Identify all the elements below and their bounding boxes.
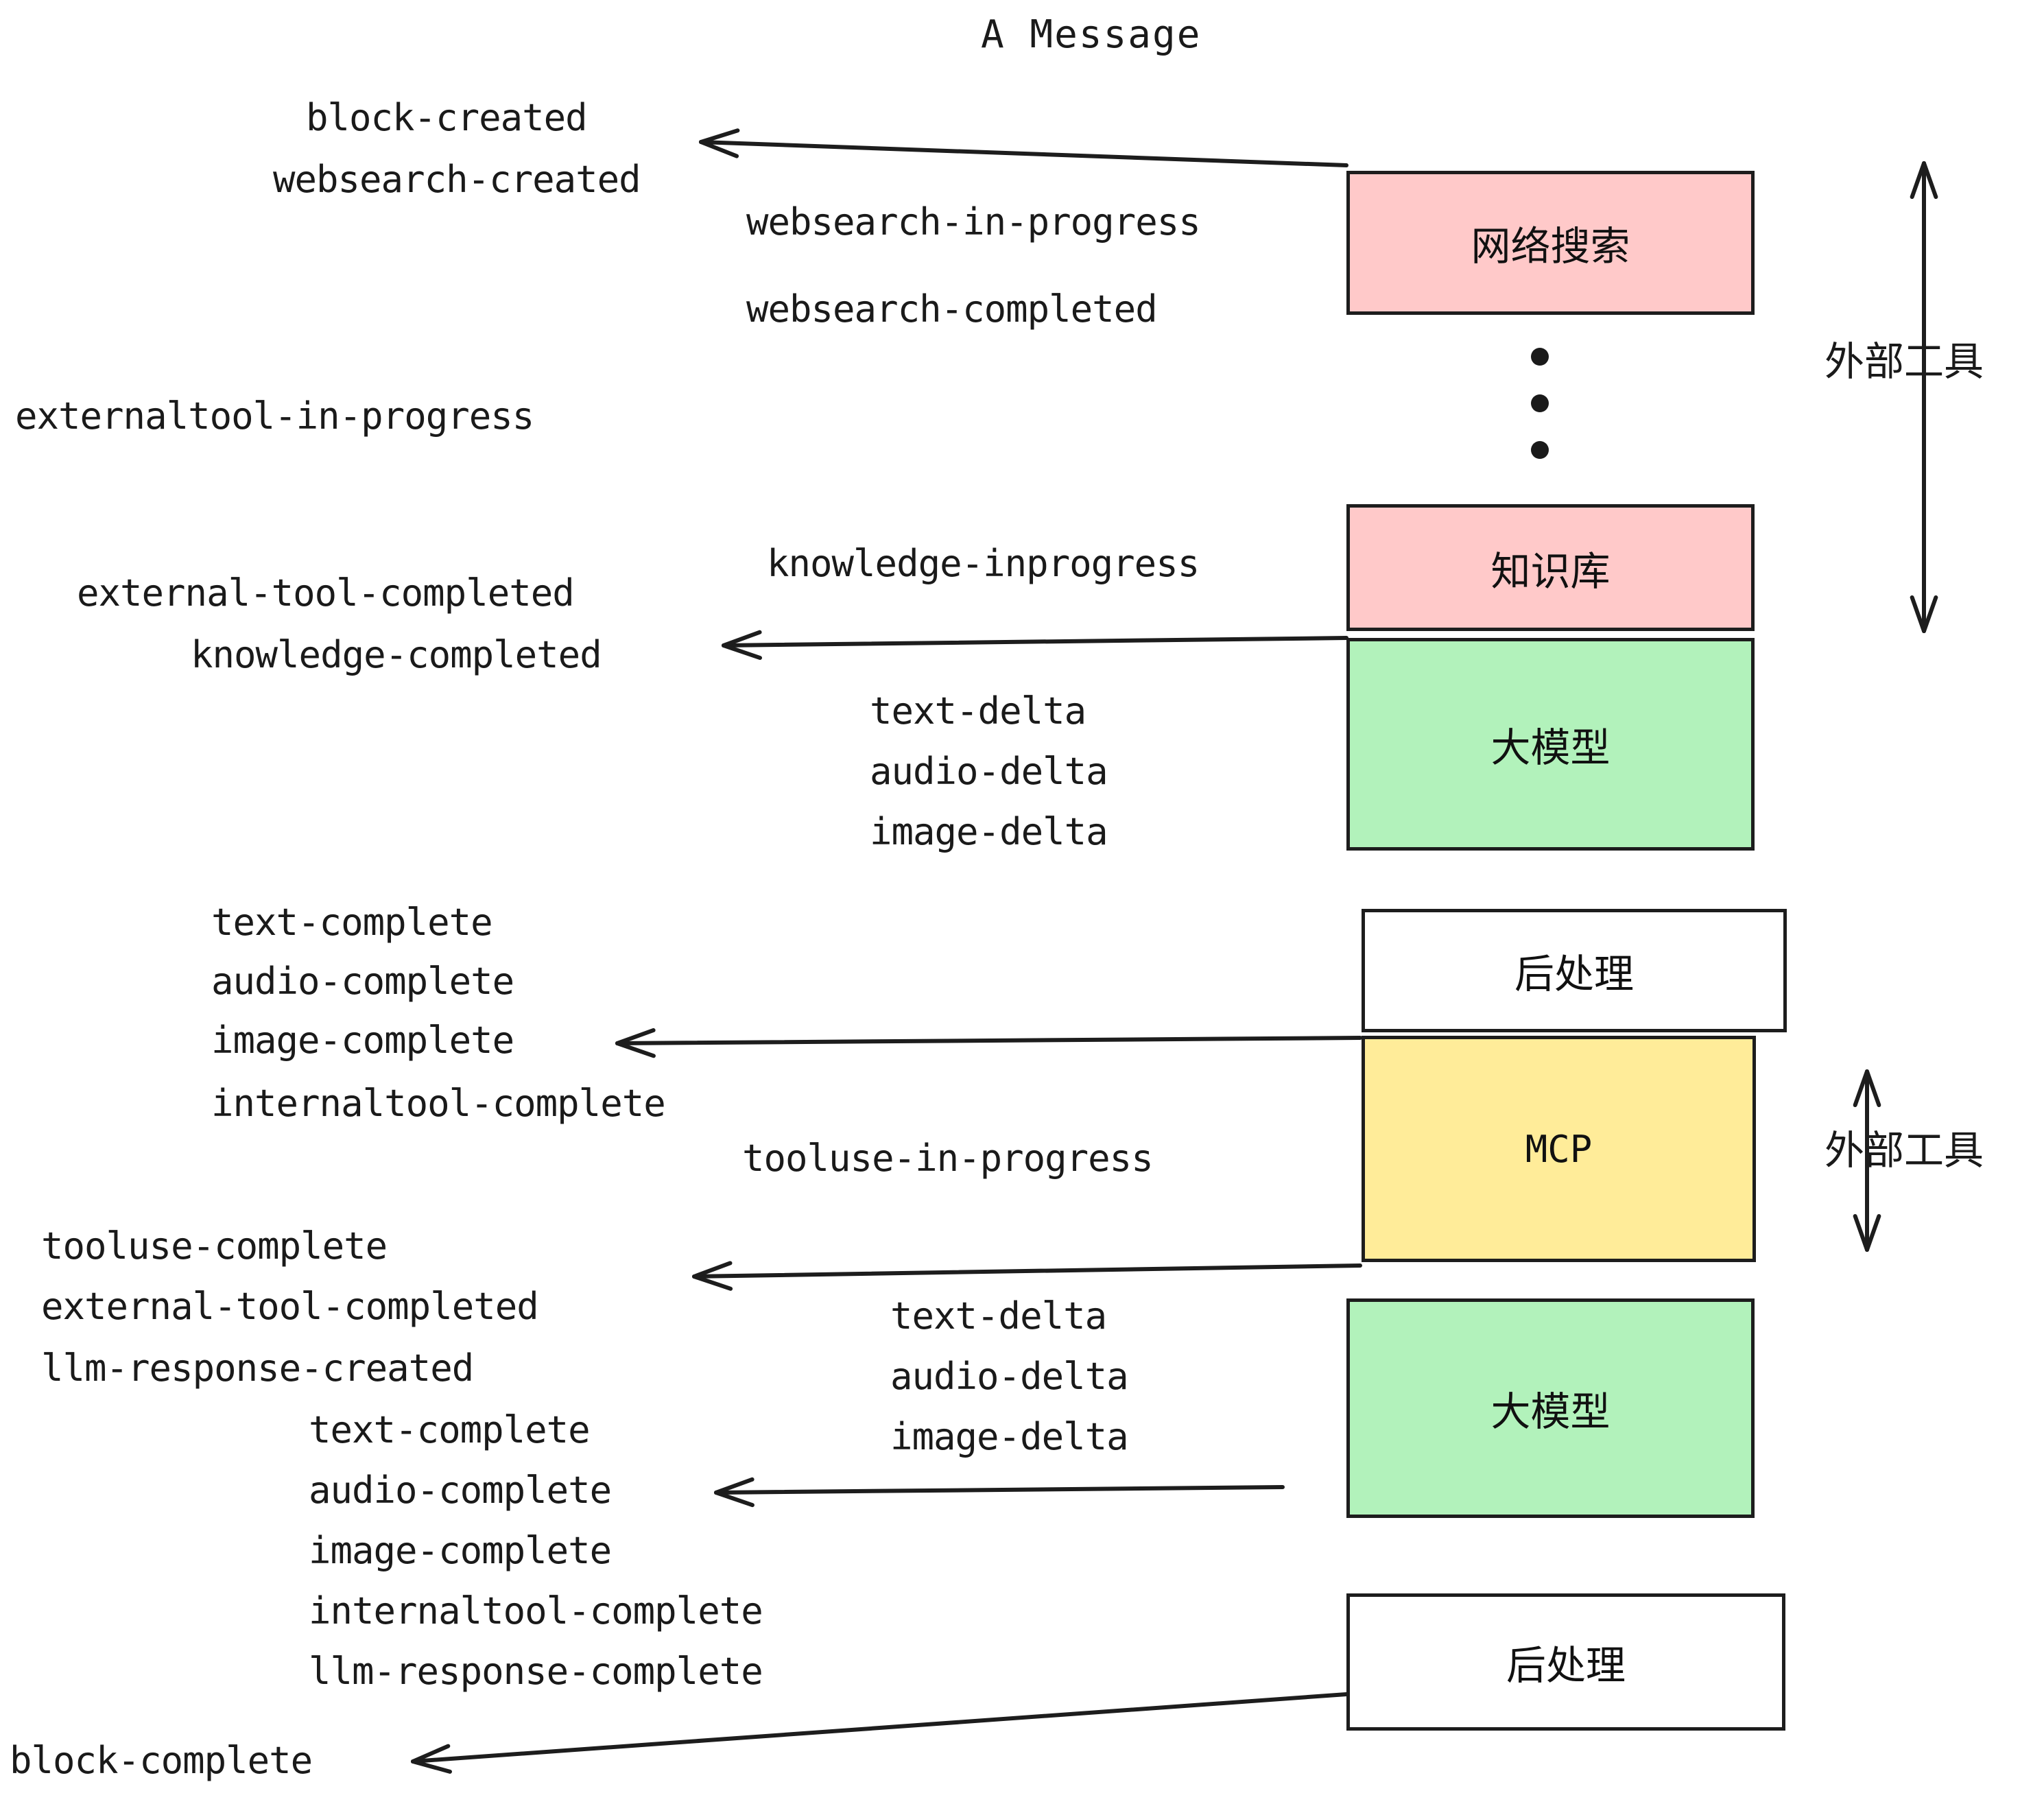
- event-label-image-delta-2: image-delta: [890, 1415, 1129, 1458]
- side-label-external-tools-top: 外部工具: [1825, 338, 1984, 385]
- event-label-external-tool-completed-1: external-tool-completed: [77, 571, 575, 615]
- event-label-block-complete: block-complete: [10, 1739, 313, 1782]
- event-label-llm-response-complete: llm-response-complete: [309, 1650, 763, 1693]
- arrow-knowledge-to-left: [722, 630, 1348, 661]
- event-label-block-created: block-created: [306, 96, 588, 139]
- event-label-image-complete-2: image-complete: [309, 1529, 612, 1572]
- ellipsis-dot-1: [1531, 348, 1549, 366]
- event-label-internaltool-complete-2: internaltool-complete: [309, 1589, 763, 1633]
- event-label-audio-complete-1: audio-complete: [211, 960, 514, 1003]
- event-label-internaltool-complete-1: internaltool-complete: [211, 1082, 666, 1125]
- node-postprocess-top: 后处理: [1362, 909, 1787, 1032]
- event-label-image-delta-1: image-delta: [870, 810, 1108, 853]
- event-label-tooluse-complete: tooluse-complete: [41, 1224, 388, 1268]
- event-label-externaltool-in-progress: externaltool-in-progress: [15, 394, 534, 438]
- event-label-knowledge-inprogress: knowledge-inprogress: [767, 542, 1200, 585]
- node-knowledge: 知识库: [1346, 504, 1755, 631]
- event-label-websearch-completed: websearch-completed: [746, 287, 1158, 331]
- event-label-image-complete-1: image-complete: [211, 1019, 514, 1062]
- node-mcp: MCP: [1362, 1036, 1756, 1262]
- arrow-postprocess-to-block: [411, 1692, 1348, 1774]
- event-label-text-delta-1: text-delta: [870, 689, 1086, 733]
- event-label-knowledge-completed: knowledge-completed: [191, 633, 602, 676]
- node-postprocess-bottom: 后处理: [1346, 1593, 1785, 1731]
- node-llm-top: 大模型: [1346, 638, 1755, 851]
- event-label-external-tool-completed-2: external-tool-completed: [41, 1285, 539, 1328]
- diagram-title: A Message: [981, 12, 1202, 57]
- ellipsis-dot-3: [1531, 441, 1549, 459]
- arrow-websearch-to-block: [699, 128, 1348, 167]
- event-label-llm-response-created: llm-response-created: [41, 1346, 474, 1390]
- ellipsis-dot-2: [1531, 394, 1549, 412]
- side-label-external-tools-bottom: 外部工具: [1825, 1127, 1984, 1174]
- arrow-llm-to-audio: [714, 1477, 1285, 1508]
- event-label-audio-delta-1: audio-delta: [870, 750, 1108, 793]
- event-label-text-complete-2: text-complete: [309, 1408, 591, 1451]
- node-websearch: 网络搜索: [1346, 171, 1755, 315]
- node-llm-bottom: 大模型: [1346, 1298, 1755, 1518]
- event-label-websearch-in-progress: websearch-in-progress: [746, 200, 1201, 244]
- event-label-text-complete-1: text-complete: [211, 901, 493, 944]
- event-label-text-delta-2: text-delta: [890, 1294, 1107, 1338]
- event-label-tooluse-in-progress: tooluse-in-progress: [742, 1137, 1154, 1180]
- arrow-mcp-to-tooluse: [692, 1261, 1362, 1291]
- event-label-audio-delta-2: audio-delta: [890, 1355, 1129, 1398]
- event-label-audio-complete-2: audio-complete: [309, 1469, 612, 1512]
- arrow-postprocess-to-image: [615, 1028, 1362, 1058]
- event-label-websearch-created: websearch-created: [273, 158, 641, 201]
- external-tool-range-top: [1910, 161, 1938, 633]
